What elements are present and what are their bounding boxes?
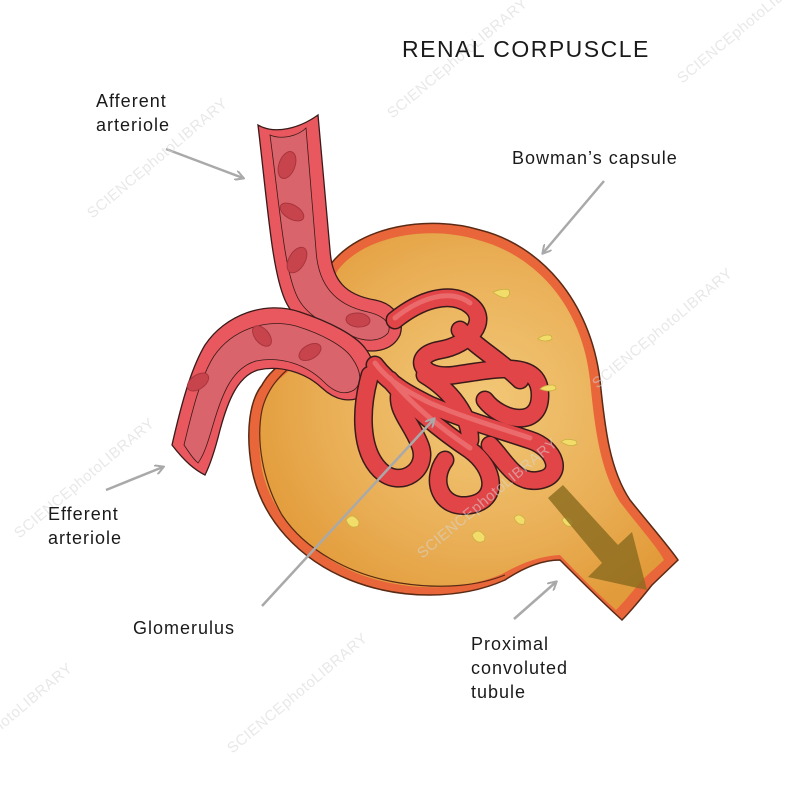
flow-arrow: [548, 485, 647, 590]
afferent-arteriole: [257, 113, 402, 352]
glomerulus: [354, 288, 564, 515]
glomerulus-leader-line: [261, 419, 434, 607]
tubule-leader-line: [513, 582, 556, 620]
label-afferent-arteriole: Afferent arteriole: [96, 91, 171, 135]
label-proximal-convoluted-tubule: Proximal convoluted tubule: [471, 634, 569, 702]
label-glomerulus: Glomerulus: [133, 618, 236, 638]
label-bowmans-capsule: Bowman’s capsule: [512, 148, 678, 168]
diagram-title: RENAL CORPUSCLE: [402, 36, 650, 62]
bowmans-leader-line: [543, 180, 605, 253]
leader-lines: [105, 147, 605, 620]
efferent-leader-line: [105, 467, 163, 492]
afferent-leader-line: [165, 147, 243, 178]
label-efferent-arteriole: Efferent arteriole: [48, 504, 123, 548]
diagram-illustration: [105, 113, 679, 622]
